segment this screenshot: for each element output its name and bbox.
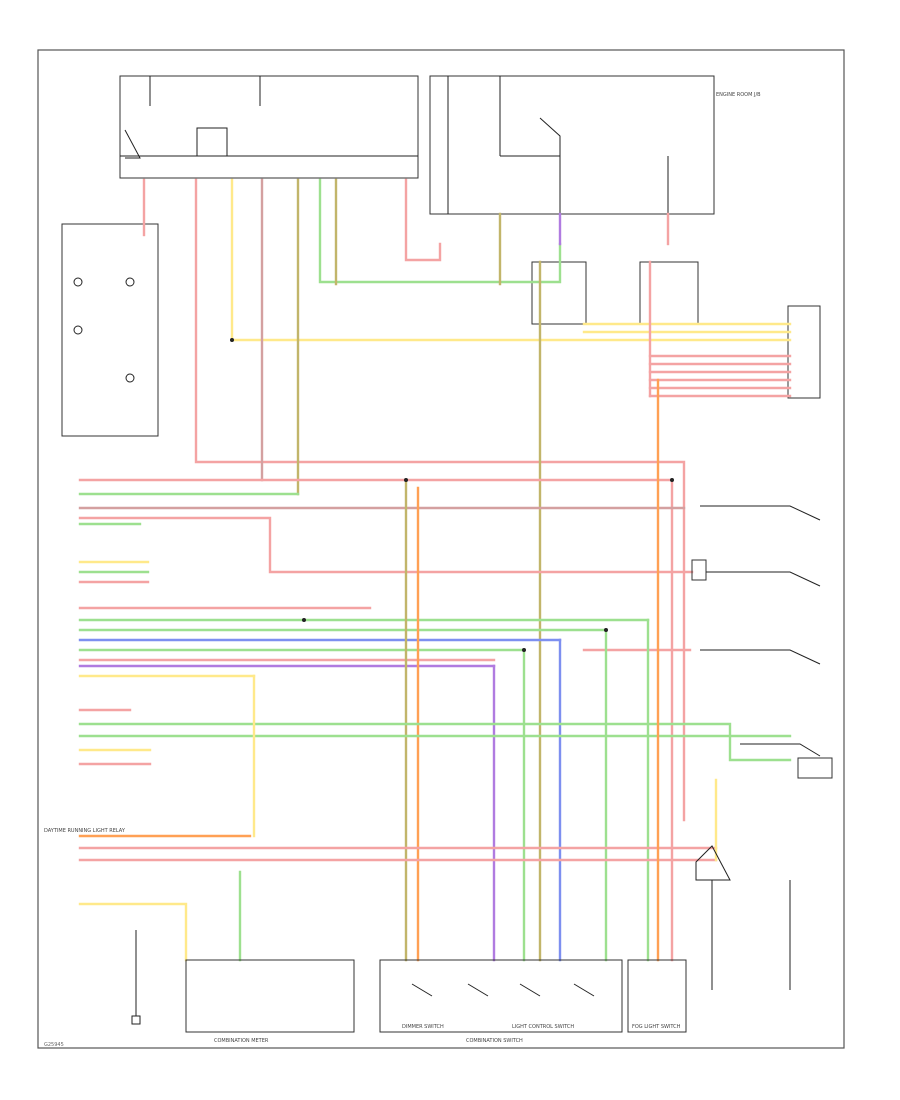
headlight-switch-left <box>691 559 707 581</box>
right-headlight-relay <box>639 261 699 325</box>
corner-label: G25945 <box>44 1042 64 1048</box>
left-components <box>61 223 159 437</box>
connector-right <box>787 305 821 399</box>
relay-block-left <box>119 75 419 179</box>
fog-relay <box>695 845 731 881</box>
relay-block-right <box>429 75 715 215</box>
combination-switch-box <box>379 959 623 1033</box>
combination-meter-label: COMBINATION METER <box>214 1038 269 1044</box>
relay-switch-left <box>124 129 141 159</box>
light-control-switch-label: LIGHT CONTROL SWITCH <box>512 1024 574 1030</box>
fog-light-switch-box <box>627 959 687 1033</box>
engine-room-jb-label: ENGINE ROOM J/B <box>716 92 761 98</box>
combination-meter-box <box>185 959 355 1033</box>
drl-relay-label: DAYTIME RUNNING LIGHT RELAY <box>44 828 126 834</box>
relay-switch-right <box>500 117 561 157</box>
diagram-border <box>37 49 845 1049</box>
relay-coil <box>196 127 228 157</box>
dimmer-switch-label: DIMMER SWITCH <box>402 1024 444 1030</box>
combination-switch-label: COMBINATION SWITCH <box>466 1038 523 1044</box>
fog-light-switch-label: FOG LIGHT SWITCH <box>632 1024 681 1030</box>
